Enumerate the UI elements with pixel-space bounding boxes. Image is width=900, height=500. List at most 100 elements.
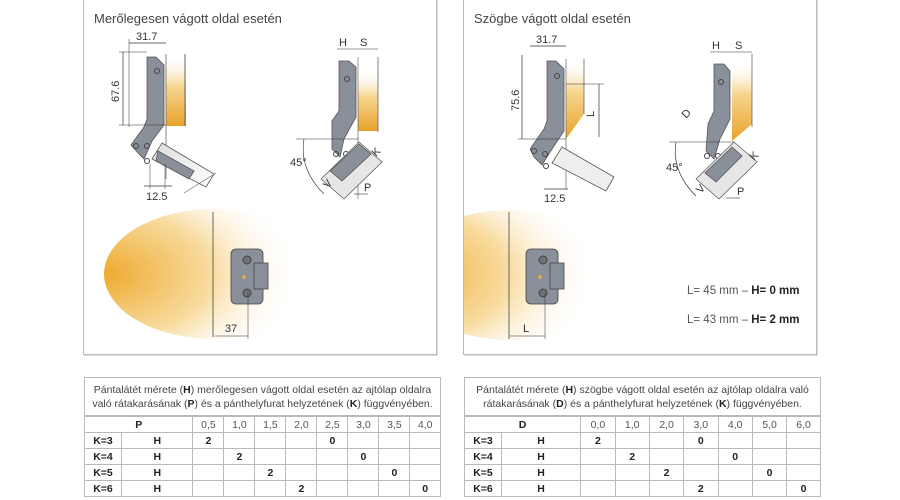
table-cell: [347, 464, 380, 481]
table-cell: [751, 480, 788, 496]
table-cell: [192, 464, 225, 481]
row-h-label: H: [120, 464, 194, 481]
dim-H: H: [339, 37, 347, 49]
table-cell: [786, 448, 820, 465]
table-cell: [614, 480, 650, 496]
spacer-table-perpendicular: Pántalátét mérete (H) merőlegesen vágott…: [84, 377, 441, 497]
spacer-table-angled: Pántalátét mérete (H) szögbe vágott olda…: [464, 377, 821, 497]
table-cell: 0: [378, 464, 411, 481]
table-cell: [316, 480, 349, 496]
column-header: 2,0: [648, 416, 685, 433]
table-cell: 2: [683, 480, 719, 496]
table-cell: [580, 480, 616, 496]
row-h-label: H: [120, 432, 194, 449]
panel-title: Merőlegesen vágott oldal esetén: [94, 11, 282, 26]
table-cell: 0: [347, 448, 380, 465]
table-cell: 2: [648, 464, 685, 481]
column-header: 1,5: [254, 416, 287, 433]
table-cell: [378, 448, 411, 465]
table-cell: 2: [580, 432, 616, 449]
row-k-label: K=6: [465, 480, 502, 496]
param-header: D: [465, 416, 582, 433]
panel-perpendicular: Merőlegesen vágott oldal esetén: [83, 0, 437, 355]
hinge-side-view: 31.7 75.6 L 12.5: [510, 34, 615, 205]
dim-D: D: [680, 107, 694, 121]
table-cell: [254, 432, 287, 449]
table-cell: [347, 480, 380, 496]
table-cell: [683, 448, 719, 465]
row-h-label: H: [500, 464, 582, 481]
table-cell: [648, 480, 685, 496]
row-h-label: H: [120, 448, 194, 465]
table-cell: [409, 432, 440, 449]
dim-width: 31.7: [536, 34, 557, 46]
table-cell: 2: [223, 448, 256, 465]
table-cell: [648, 448, 685, 465]
row-h-label: H: [500, 432, 582, 449]
table-cell: [254, 448, 287, 465]
table-cell: [786, 432, 820, 449]
dim-bottom: 12.5: [544, 193, 565, 205]
row-h-label: H: [500, 480, 582, 496]
dim-plate-offset: 37: [225, 323, 237, 335]
column-header: 0,5: [192, 416, 225, 433]
table-cell: 0: [717, 448, 753, 465]
table-cell: [192, 480, 225, 496]
table-cell: [717, 480, 753, 496]
mounting-plate-view: L: [464, 210, 620, 340]
table-cell: [409, 464, 440, 481]
column-header: 2,0: [285, 416, 318, 433]
table-cell: [614, 464, 650, 481]
table-cell: [751, 432, 788, 449]
row-k-label: K=3: [465, 432, 502, 449]
table-cell: [751, 448, 788, 465]
column-header: 3,0: [683, 416, 719, 433]
column-header: 2,5: [316, 416, 349, 433]
hinge-overlay-view: 45° V H S K P: [290, 37, 384, 200]
table-cell: [254, 480, 287, 496]
table-cell: 2: [192, 432, 225, 449]
table-cell: [717, 432, 753, 449]
column-header: 6,0: [786, 416, 820, 433]
column-header: 1,0: [223, 416, 256, 433]
table-cell: 0: [786, 480, 820, 496]
column-header: 1,0: [614, 416, 650, 433]
table-cell: [223, 432, 256, 449]
table-cell: [648, 432, 685, 449]
table-cell: [347, 432, 380, 449]
dim-height: 67.6: [110, 81, 122, 102]
row-h-label: H: [500, 448, 582, 465]
table-cell: 2: [254, 464, 287, 481]
table-cell: [409, 448, 440, 465]
dim-S: S: [360, 37, 367, 49]
dim-P: P: [737, 186, 744, 198]
table-cell: [223, 480, 256, 496]
panel-angled: Szögbe vágott oldal esetén: [463, 0, 817, 355]
column-header: 4,0: [717, 416, 753, 433]
dim-P: P: [364, 182, 371, 194]
table-cell: [717, 464, 753, 481]
param-header: P: [85, 416, 194, 433]
table-cell: 2: [614, 448, 650, 465]
table-cell: 0: [409, 480, 440, 496]
row-k-label: K=4: [85, 448, 122, 465]
table-cell: [683, 464, 719, 481]
row-h-label: H: [120, 480, 194, 496]
table-cell: [285, 448, 318, 465]
row-k-label: K=5: [85, 464, 122, 481]
table-caption: Pántalátét mérete (H) szögbe vágott olda…: [465, 378, 820, 416]
row-k-label: K=3: [85, 432, 122, 449]
dim-width: 31.7: [136, 31, 157, 43]
table-cell: [378, 432, 411, 449]
table-cell: [580, 448, 616, 465]
column-header: 4,0: [409, 416, 440, 433]
row-k-label: K=5: [465, 464, 502, 481]
column-header: 0,0: [580, 416, 616, 433]
